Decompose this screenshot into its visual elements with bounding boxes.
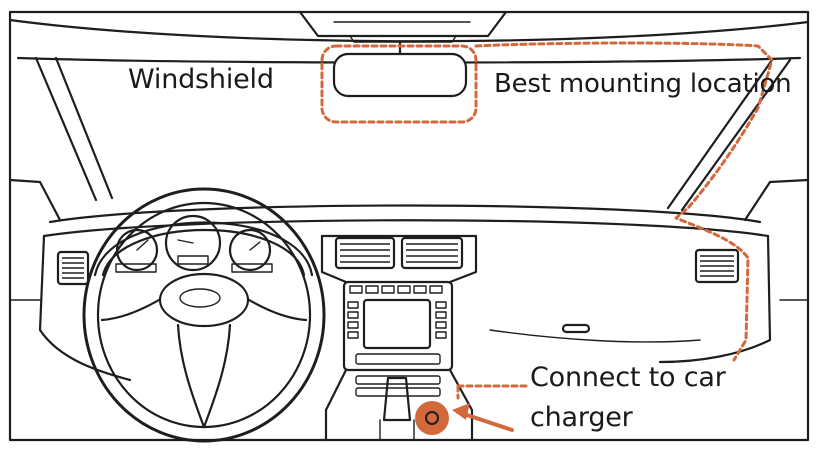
steering-wheel [82,187,326,443]
windshield-label: Windshield [128,64,274,95]
mounting-location-marker [320,41,774,400]
center-console [320,234,478,442]
arrow-left-icon [452,403,514,432]
dashboard [38,204,772,382]
best-mounting-location-label: Best mounting location [494,69,792,99]
car-charger-port-icon [415,401,449,435]
instrument-cluster [93,214,314,277]
connect-to-car-label: Connect to car [530,362,726,393]
overhead-console [298,10,508,43]
rearview-mirror [332,40,468,98]
charger-label: charger [530,402,633,433]
